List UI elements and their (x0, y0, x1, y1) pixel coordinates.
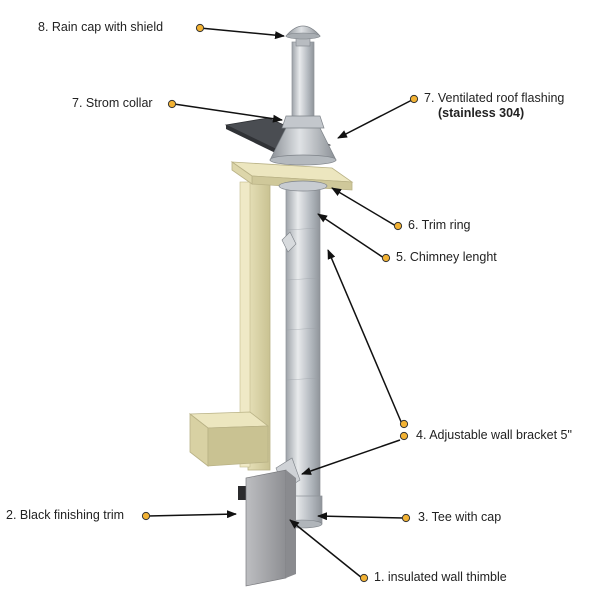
label-chimney-length: 5. Chimney lenght (396, 250, 497, 264)
storm-collar (281, 115, 325, 129)
upper-wall-bracket (281, 231, 297, 253)
label-rain-cap: 8. Rain cap with shield (38, 20, 164, 34)
label-roof-flashing-material: (stainless 304) (438, 106, 524, 121)
leader-arrows (147, 27, 413, 579)
label-tee-with-cap: 3. Tee with cap (418, 510, 502, 524)
roof-flashing-cone (269, 119, 337, 166)
label-finishing-trim: 2. Black finishing trim (6, 508, 125, 522)
wall-shelf (188, 411, 270, 467)
label-markers (141, 23, 419, 583)
label-trim-ring: 6. Trim ring (408, 218, 471, 232)
upper-pipe (291, 41, 315, 123)
label-wall-thimble: 1. insulated wall thimble (374, 570, 507, 584)
label-wall-bracket: 4. Adjustable wall bracket 5" (416, 428, 572, 442)
label-roof-flashing: 7. Ventilated roof flashing (424, 91, 565, 105)
label-storm-collar: 7. Strom collar (72, 96, 153, 110)
insulated-wall-thimble (245, 469, 296, 587)
label-roof-flashing-material-text: (stainless 304) (438, 106, 525, 120)
trim-ring (278, 180, 328, 192)
rain-cap (285, 25, 321, 47)
